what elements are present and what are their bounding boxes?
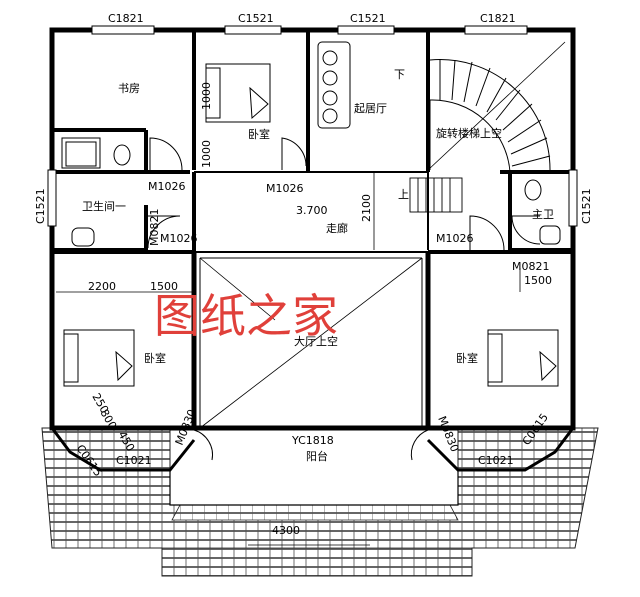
- door-label-bath-left-2: M1026: [160, 232, 198, 245]
- balcony-rail: [169, 427, 459, 506]
- window-label-top-4: C1821: [480, 12, 516, 25]
- window-label-left-side: C1521: [34, 188, 47, 224]
- room-label-hall-void: 大厅上空: [294, 334, 338, 348]
- hall-void-diagonals: [199, 257, 423, 429]
- spiral-staircase: [429, 59, 551, 173]
- dimension-lines: [56, 172, 521, 546]
- room-label-bedroom-left: 卧室: [144, 351, 166, 365]
- dim-label-2200: 2200: [88, 280, 116, 293]
- bath-fixtures: [61, 137, 561, 247]
- dim-label-balcony-span: 4300: [272, 524, 300, 537]
- dim-label-2100: 2100: [360, 194, 373, 222]
- window-label-top-2: C1521: [238, 12, 274, 25]
- door-label-bath-left: M0821: [148, 209, 161, 247]
- door-label-mid-corridor: M1026: [266, 182, 304, 195]
- stair-mark-up: 上: [398, 188, 409, 201]
- window-label-top-1: C1821: [108, 12, 144, 25]
- elevation-label: 3.700: [296, 204, 328, 217]
- room-label-bath-master: 主卫: [532, 208, 554, 221]
- bed-left: [63, 329, 135, 387]
- stair-void-diagonal: [427, 41, 566, 171]
- door-swings: [147, 137, 541, 461]
- dim-label-1000-b: 1000: [200, 140, 213, 168]
- dim-label-1500-b: 1500: [524, 274, 552, 287]
- room-label-corridor: 走廊: [326, 221, 348, 235]
- interior-walls: [52, 30, 573, 428]
- door-label-balcony-right: M0830: [435, 414, 461, 454]
- room-label-balcony: 阳台: [306, 449, 328, 463]
- bed-right: [487, 329, 559, 387]
- straight-stair: [409, 177, 463, 213]
- room-label-study: 书房: [118, 82, 140, 95]
- room-label-living: 起居厅: [354, 102, 387, 115]
- dim-label-1000-a: 1000: [200, 82, 213, 110]
- room-label-bedroom-top: 卧室: [248, 127, 270, 141]
- window-label-right-side: C1521: [580, 188, 593, 224]
- window-label-top-3: C1521: [350, 12, 386, 25]
- stair-mark-down: 下: [394, 68, 405, 81]
- window-label-balcony-front: YC1818: [291, 434, 334, 447]
- watermark-text: 图纸之家: [154, 289, 338, 343]
- windows-top: [47, 25, 578, 227]
- window-label-bay-right: C1021: [478, 454, 514, 467]
- sofa: [317, 41, 351, 129]
- window-label-bay-left: C1021: [116, 454, 152, 467]
- room-label-bedroom-right: 卧室: [456, 351, 478, 365]
- bed-top: [205, 63, 271, 123]
- dim-label-1500-a: 1500: [150, 280, 178, 293]
- room-label-bath-secondary: 卫生间一: [82, 199, 126, 213]
- door-label-master-bath: M0821: [512, 260, 550, 273]
- door-label-left-corridor: M1026: [148, 180, 186, 193]
- door-label-right-corridor: M1026: [436, 232, 474, 245]
- room-label-stair-void: 旋转楼梯上空: [436, 126, 502, 140]
- bay-windows: [50, 427, 575, 472]
